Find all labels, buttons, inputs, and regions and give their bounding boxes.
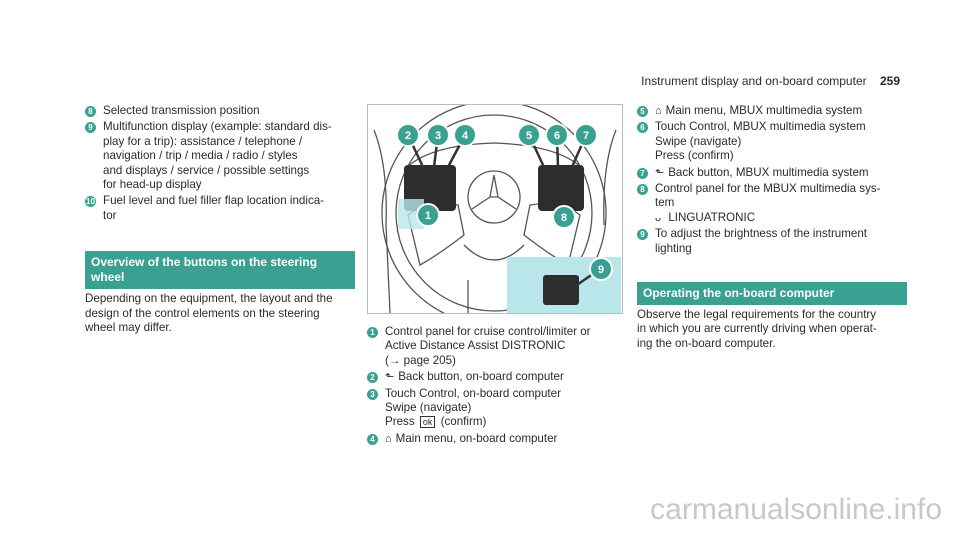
- confirm-label: (confirm): [440, 415, 487, 429]
- list-item-text: To adjust the brightness of the instrume…: [655, 227, 868, 255]
- list-item: 3 Touch Control, on-board computer: [367, 387, 627, 401]
- list-item: 9 Multifunction display (example: standa…: [85, 120, 355, 192]
- steering-wheel-illustration: 1 2 3 4 5 6 7 8 9: [373, 100, 621, 326]
- voice-control-icon: ᴗ: [655, 211, 662, 224]
- section-paragraph: Observe the legal requirements for the c…: [637, 308, 877, 350]
- list-item-text: Touch Control, on-board computer: [385, 386, 561, 400]
- callout-badge: 8: [85, 106, 96, 117]
- svg-text:4: 4: [462, 130, 469, 142]
- callout-badge: 3: [367, 388, 378, 400]
- sub-instruction: ᴗ LINGUATRONIC: [655, 211, 907, 225]
- back-icon: ⬑: [385, 371, 395, 384]
- home-icon: ⌂: [385, 432, 392, 445]
- svg-text:2: 2: [405, 130, 411, 142]
- sub-instruction: Swipe (navigate): [655, 134, 742, 148]
- back-icon: ⬑: [655, 166, 665, 179]
- callout-badge: 9: [637, 229, 648, 241]
- list-item: 1 Control panel for cruise control/limit…: [367, 325, 627, 368]
- callout-badge: 9: [85, 122, 96, 134]
- press-label: Press: [385, 415, 415, 429]
- callout-2: 2: [396, 123, 420, 147]
- callout-5: 5: [517, 123, 541, 147]
- section-heading: Operating the on-board computer: [637, 282, 907, 306]
- callout-8: 8: [552, 205, 576, 229]
- steering-wheel-figure: 1 2 3 4 5 6 7 8 9: [367, 100, 623, 326]
- list-item-text: Fuel level and fuel filler flap location…: [103, 194, 325, 222]
- home-icon: ⌂: [655, 105, 662, 117]
- section-paragraph: Depending on the equipment, the layout a…: [85, 292, 333, 335]
- callout-badge: 2: [367, 372, 378, 384]
- callout-badge: 10: [85, 196, 96, 208]
- callout-badge: 5: [637, 106, 648, 117]
- callout-1: 1: [416, 203, 440, 227]
- watermark: carmanualsonline.info: [650, 493, 942, 526]
- list-item-text: Control panel for the MBUX multimedia sy…: [655, 182, 881, 210]
- sub-instruction: Swipe (navigate): [385, 401, 472, 415]
- list-item-text: Selected transmission position: [103, 104, 260, 117]
- callout-badge: 6: [637, 122, 648, 134]
- column-middle: 1 Control panel for cruise control/limit…: [367, 325, 627, 448]
- callout-3: 3: [426, 123, 450, 147]
- callout-7: 7: [574, 123, 598, 147]
- column-right: 5 ⌂Main menu, MBUX multimedia system 6 T…: [637, 104, 907, 351]
- callout-9: 9: [589, 257, 613, 281]
- list-item-text: Back button, MBUX multimedia system: [668, 165, 869, 179]
- linguatronic-label: LINGUATRONIC: [668, 210, 756, 224]
- list-item: 6 Touch Control, MBUX multimedia system: [637, 120, 907, 134]
- column-left: 8 Selected transmission position 9 Multi…: [85, 104, 355, 335]
- callout-badge: 1: [367, 327, 378, 338]
- list-item: 2 ⬑Back button, on-board computer: [367, 370, 627, 384]
- svg-text:3: 3: [435, 130, 441, 142]
- list-item: 5 ⌂Main menu, MBUX multimedia system: [637, 104, 907, 118]
- sub-instruction: Press (confirm): [655, 149, 734, 163]
- sub-instruction: Press ok (confirm): [385, 415, 627, 429]
- list-item: 8 Control panel for the MBUX multimedia …: [637, 182, 907, 211]
- page-header: Instrument display and on-board computer…: [641, 74, 900, 88]
- list-item: 9 To adjust the brightness of the instru…: [637, 227, 907, 256]
- callout-badge: 7: [637, 167, 648, 179]
- svg-text:7: 7: [583, 130, 589, 142]
- callout-6: 6: [545, 123, 569, 147]
- list-item-text: Main menu, on-board computer: [395, 431, 558, 445]
- list-item: 4 ⌂Main menu, on-board computer: [367, 432, 627, 446]
- list-item: 7 ⬑Back button, MBUX multimedia system: [637, 166, 907, 180]
- list-item-text: Main menu, MBUX multimedia system: [665, 104, 863, 117]
- list-item-text: Control panel for cruise control/limiter…: [385, 325, 591, 367]
- svg-text:5: 5: [526, 130, 532, 142]
- list-item: 10 Fuel level and fuel filler flap locat…: [85, 194, 355, 223]
- svg-text:9: 9: [598, 264, 604, 276]
- section-heading: Overview of the buttons on the steering …: [85, 251, 355, 290]
- page-number: 259: [879, 74, 900, 88]
- list-item-text: Multifunction display (example: standard…: [103, 120, 332, 192]
- svg-text:6: 6: [554, 130, 560, 142]
- callout-badge: 4: [367, 433, 378, 445]
- callout-badge: 8: [637, 184, 648, 196]
- svg-text:1: 1: [425, 210, 431, 222]
- svg-text:8: 8: [561, 212, 567, 224]
- list-item-text: Touch Control, MBUX multimedia system: [655, 120, 866, 134]
- list-item: 8 Selected transmission position: [85, 104, 355, 118]
- ok-key-icon: ok: [419, 416, 436, 429]
- callout-4: 4: [453, 123, 477, 147]
- figure-callouts: 1 2 3 4 5 6 7 8 9: [396, 123, 613, 281]
- list-item-text: Back button, on-board computer: [398, 370, 564, 384]
- header-title: Instrument display and on-board computer: [641, 74, 867, 88]
